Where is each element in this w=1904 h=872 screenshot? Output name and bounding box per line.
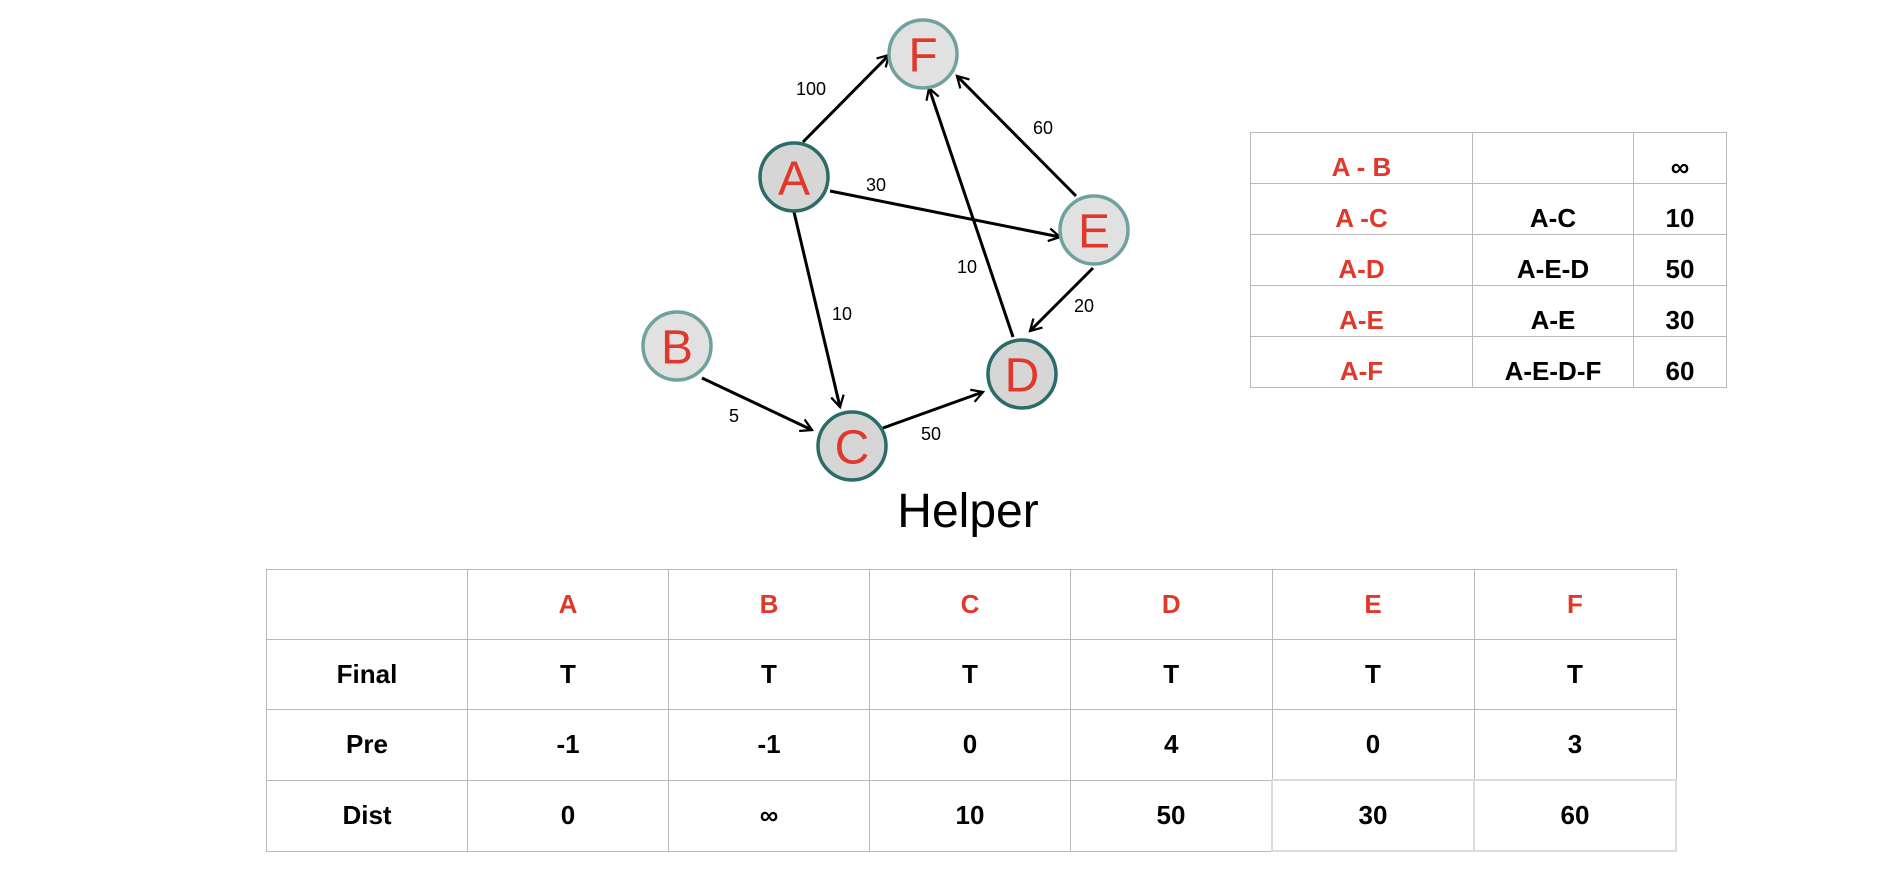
- edge-b-c: [701, 376, 815, 433]
- node-f: F: [887, 18, 959, 90]
- path-distance: ∞: [1633, 132, 1727, 184]
- helper-row-dist: Dist 0 ∞ 10 50 30 60: [266, 779, 1677, 852]
- node-d-label: D: [1005, 350, 1040, 403]
- helper-cell: 0: [467, 779, 669, 852]
- path-pair: A-F: [1250, 336, 1473, 388]
- edge-e-d: [1028, 266, 1095, 333]
- node-e: E: [1058, 194, 1130, 266]
- helper-cell: 10: [869, 779, 1071, 852]
- path-row: A -C A-C 10: [1250, 183, 1727, 235]
- path-route: A-E: [1472, 285, 1634, 337]
- edge-c-d: [882, 388, 986, 430]
- helper-cell: 3: [1473, 709, 1677, 781]
- helper-corner-cell: [266, 569, 468, 640]
- helper-header-d: D: [1070, 569, 1273, 640]
- node-e-label: E: [1078, 206, 1110, 259]
- helper-cell: T: [1070, 639, 1273, 710]
- helper-cell: -1: [467, 709, 669, 781]
- path-route: [1472, 132, 1634, 184]
- path-distance: 30: [1633, 285, 1727, 337]
- edge-e-f-weight: 60: [1033, 118, 1053, 138]
- helper-header-c: C: [869, 569, 1071, 640]
- helper-row-label: Dist: [266, 779, 468, 852]
- helper-cell: 0: [869, 709, 1071, 781]
- path-distance: 50: [1633, 234, 1727, 286]
- helper-header-b: B: [668, 569, 870, 640]
- node-c-label: C: [835, 422, 870, 475]
- node-d: D: [986, 338, 1058, 410]
- path-distance: 10: [1633, 183, 1727, 235]
- path-pair: A - B: [1250, 132, 1473, 184]
- helper-row-label: Final: [266, 639, 468, 710]
- node-f-circle: [887, 18, 959, 90]
- helper-row-final: Final T T T T T T: [266, 639, 1677, 710]
- edge-d-f: [925, 85, 1015, 338]
- path-distance: 60: [1633, 336, 1727, 388]
- helper-header-e: E: [1271, 569, 1475, 640]
- helper-cell: T: [668, 639, 870, 710]
- helper-cell: -1: [668, 709, 870, 781]
- helper-cell: ∞: [668, 779, 870, 852]
- edge-a-f: [801, 53, 891, 144]
- helper-cell: T: [1473, 639, 1677, 710]
- path-row: A-F A-E-D-F 60: [1250, 336, 1727, 388]
- path-table: A - B ∞ A -C A-C 10 A-D A-E-D 50 A-E A-E…: [1250, 132, 1727, 388]
- edge-e-f: [955, 74, 1078, 198]
- edge-a-f-weight: 100: [796, 79, 826, 99]
- node-f-label: F: [908, 30, 937, 83]
- edge-c-d-weight: 50: [921, 424, 941, 444]
- helper-cell: 50: [1070, 779, 1273, 852]
- node-d-circle: [986, 338, 1058, 410]
- edge-a-c: [792, 211, 845, 410]
- helper-row-pre: Pre -1 -1 0 4 0 3: [266, 709, 1677, 781]
- helper-row-label: Pre: [266, 709, 468, 781]
- helper-cell: T: [467, 639, 669, 710]
- edge-a-c-weight: 10: [832, 304, 852, 324]
- path-route: A-E-D-F: [1472, 336, 1634, 388]
- node-a-circle: [758, 141, 830, 213]
- helper-cell-highlighted: 60: [1473, 779, 1677, 852]
- helper-header-a: A: [467, 569, 669, 640]
- node-b-circle: [641, 310, 713, 382]
- node-c-circle: [816, 410, 888, 482]
- path-pair: A-D: [1250, 234, 1473, 286]
- edge-a-e: [829, 189, 1063, 243]
- helper-table: A B C D E F Final T T T T T T Pre -1 -1 …: [266, 569, 1677, 852]
- path-pair: A -C: [1250, 183, 1473, 235]
- edges: 100 60 30 10 10 20 5 50: [701, 53, 1095, 444]
- edge-a-e-weight: 30: [866, 175, 886, 195]
- node-c: C: [816, 410, 888, 482]
- path-pair: A-E: [1250, 285, 1473, 337]
- helper-header-row: A B C D E F: [266, 569, 1677, 640]
- helper-title: Helper: [897, 485, 1039, 538]
- node-b-label: B: [661, 322, 693, 375]
- edge-d-f-weight: 10: [957, 257, 977, 277]
- nodes: F A E B D C: [641, 18, 1130, 482]
- node-b: B: [641, 310, 713, 382]
- helper-cell-highlighted: 30: [1271, 779, 1475, 852]
- path-route: A-E-D: [1472, 234, 1634, 286]
- helper-cell: T: [869, 639, 1071, 710]
- path-row: A - B ∞: [1250, 132, 1727, 184]
- helper-cell: 4: [1070, 709, 1273, 781]
- path-row: A-E A-E 30: [1250, 285, 1727, 337]
- helper-header-f: F: [1473, 569, 1677, 640]
- edge-e-d-weight: 20: [1074, 296, 1094, 316]
- edge-b-c-weight: 5: [729, 406, 739, 426]
- helper-cell: T: [1271, 639, 1475, 710]
- path-row: A-D A-E-D 50: [1250, 234, 1727, 286]
- helper-cell: 0: [1271, 709, 1475, 781]
- path-route: A-C: [1472, 183, 1634, 235]
- node-a: A: [758, 141, 830, 213]
- node-e-circle: [1058, 194, 1130, 266]
- node-a-label: A: [778, 153, 810, 206]
